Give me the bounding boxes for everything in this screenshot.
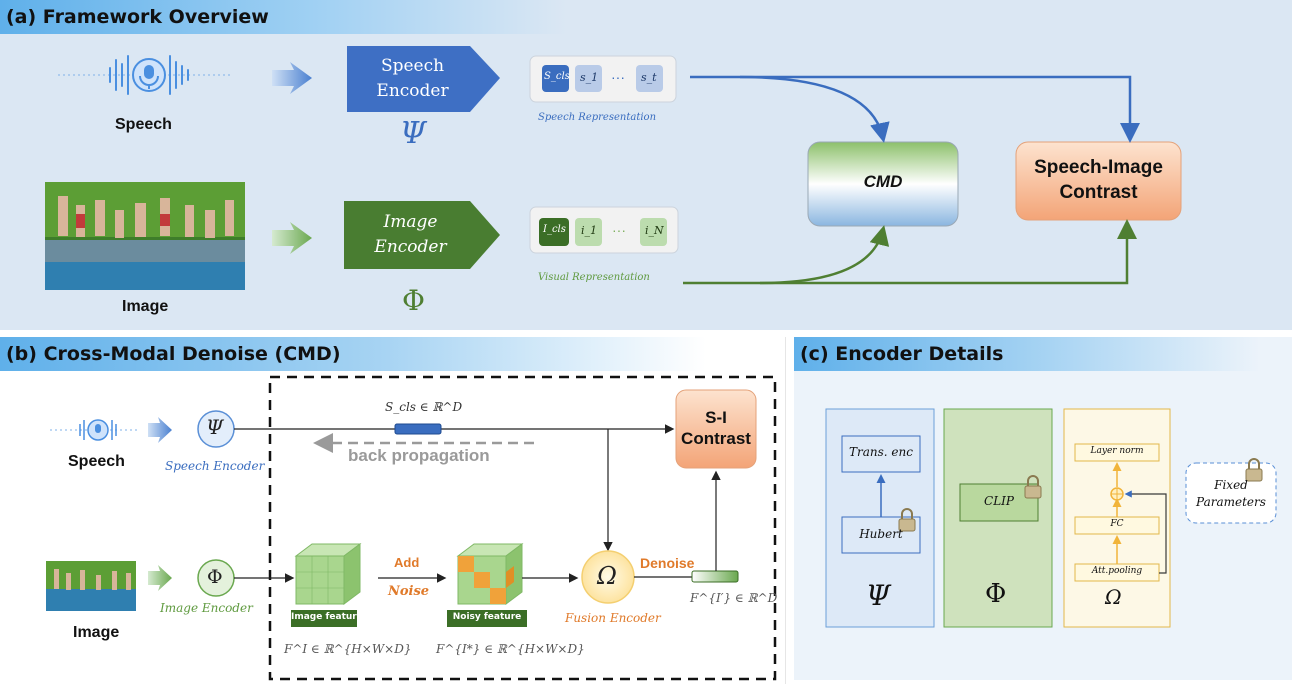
speech-waveform-icon — [58, 55, 232, 95]
panel-c-header: (c) Encoder Details — [794, 337, 1260, 371]
speech-token-dots: ··· — [611, 69, 625, 85]
scls-label: S_cls ∈ ℝ^D — [385, 400, 463, 414]
image-feature-label: Image feature — [291, 612, 363, 622]
noise-label: Noise — [388, 584, 430, 599]
image-token-1: i_1 — [581, 224, 598, 237]
image-token-n: i_N — [645, 224, 664, 237]
att-pooling-label: Att.pooling — [1091, 566, 1143, 576]
cmd-dashed-frame — [268, 375, 777, 681]
trans-enc-label: Trans. enc — [849, 445, 913, 459]
back-propagation-label: back propagation — [348, 446, 490, 465]
fc-label: FC — [1110, 519, 1124, 529]
speech-token-t: s_t — [641, 71, 657, 84]
psi-symbol-b: Ψ — [206, 415, 224, 439]
panel-a-graphics — [45, 46, 1182, 290]
si-contrast-box — [675, 389, 757, 469]
lock-icon-fixed — [1245, 458, 1263, 482]
image-photo — [45, 182, 245, 290]
noisy-feature-cube — [456, 543, 524, 605]
speech-encoder-shape — [347, 46, 500, 112]
fi-prime-label: F^{I′} ∈ ℝ^D — [690, 591, 778, 605]
contrast-label: Speech-Image Contrast — [1034, 157, 1163, 203]
fi-label: F^I ∈ ℝ^{H×W×D} — [284, 642, 412, 656]
fusion-encoder-label: Fusion Encoder — [565, 611, 661, 625]
panel-b-graphics — [46, 375, 777, 681]
image-label-a: Image — [122, 298, 169, 315]
phi-symbol-b: Φ — [207, 566, 223, 588]
panel-framework-overview: (a) Framework Overview — [0, 0, 1292, 330]
image-encoder-shape — [344, 201, 500, 269]
speech-label-a: Speech — [115, 116, 172, 133]
clip-label: CLIP — [984, 494, 1014, 508]
si-contrast-label: S-I Contrast — [681, 408, 751, 448]
fixed-parameters-label: Fixed Parameters — [1196, 478, 1266, 509]
noisy-feature-label: Noisy feature — [452, 612, 522, 622]
scls-bar — [394, 423, 442, 435]
speech-input-arrow — [272, 62, 312, 94]
image-encoder-label-b: Image Encoder — [160, 601, 253, 615]
image-token-cls: I_cls — [543, 224, 566, 235]
panel-b-header: (b) Cross-Modal Denoise (CMD) — [0, 337, 706, 371]
image-token-dots: ··· — [612, 222, 626, 238]
visual-to-cmd-line — [759, 225, 890, 285]
image-label-b: Image — [73, 624, 120, 641]
speech-encoder-label: Speech Encoder — [376, 56, 449, 101]
speech-token-1: s_1 — [580, 71, 599, 84]
psi-symbol-a: Ψ — [400, 116, 427, 151]
speech-waveform-icon-b — [50, 419, 140, 441]
speech-label-b: Speech — [68, 453, 125, 470]
noisy-feature-label-bg — [447, 610, 527, 627]
add-label: Add — [394, 555, 420, 570]
psi-symbol-c: Ψ — [866, 579, 891, 612]
lock-icon-clip — [1024, 475, 1042, 499]
panel-c-graphics — [825, 408, 1277, 628]
fistar-label: F^{I*} ∈ ℝ^{H×W×D} — [436, 642, 585, 656]
panel-a-title: (a) Framework Overview — [6, 6, 269, 28]
phi-symbol-c: Φ — [985, 579, 1007, 609]
contrast-box — [1015, 141, 1182, 221]
speech-encoder-label-b: Speech Encoder — [165, 459, 265, 473]
panel-a-header: (a) Framework Overview — [0, 0, 566, 34]
denoise-label: Denoise — [640, 555, 695, 571]
image-input-arrow — [272, 222, 312, 254]
cmd-label: CMD — [863, 172, 903, 191]
speech-to-contrast-line — [690, 75, 1140, 143]
panel-b-title: (b) Cross-Modal Denoise (CMD) — [6, 343, 341, 365]
omega-symbol-c: Ω — [1105, 585, 1122, 609]
image-photo-b — [46, 561, 136, 611]
speech-token-cls: S_cls — [544, 71, 570, 82]
image-encoder-label: Image Encoder — [374, 212, 447, 257]
omega-symbol-b: Ω — [597, 562, 617, 590]
panel-encoder-details: (c) Encoder Details — [794, 337, 1292, 680]
lock-icon-hubert — [898, 508, 916, 532]
panel-cross-modal-denoise: (b) Cross-Modal Denoise (CMD) — [0, 337, 786, 684]
image-feature-label-bg — [291, 610, 357, 627]
fi-prime-bar — [691, 570, 739, 583]
image-feature-cube — [294, 543, 362, 605]
speech-representation-label: Speech Representation — [538, 112, 657, 123]
layer-norm-label: Layer norm — [1090, 446, 1144, 456]
hubert-label: Hubert — [859, 527, 903, 541]
phi-symbol-a: Φ — [402, 284, 425, 317]
panel-c-title: (c) Encoder Details — [800, 343, 1004, 365]
speech-to-cmd-line — [739, 75, 890, 143]
visual-to-contrast-line — [683, 219, 1137, 285]
visual-representation-label: Visual Representation — [538, 272, 650, 283]
